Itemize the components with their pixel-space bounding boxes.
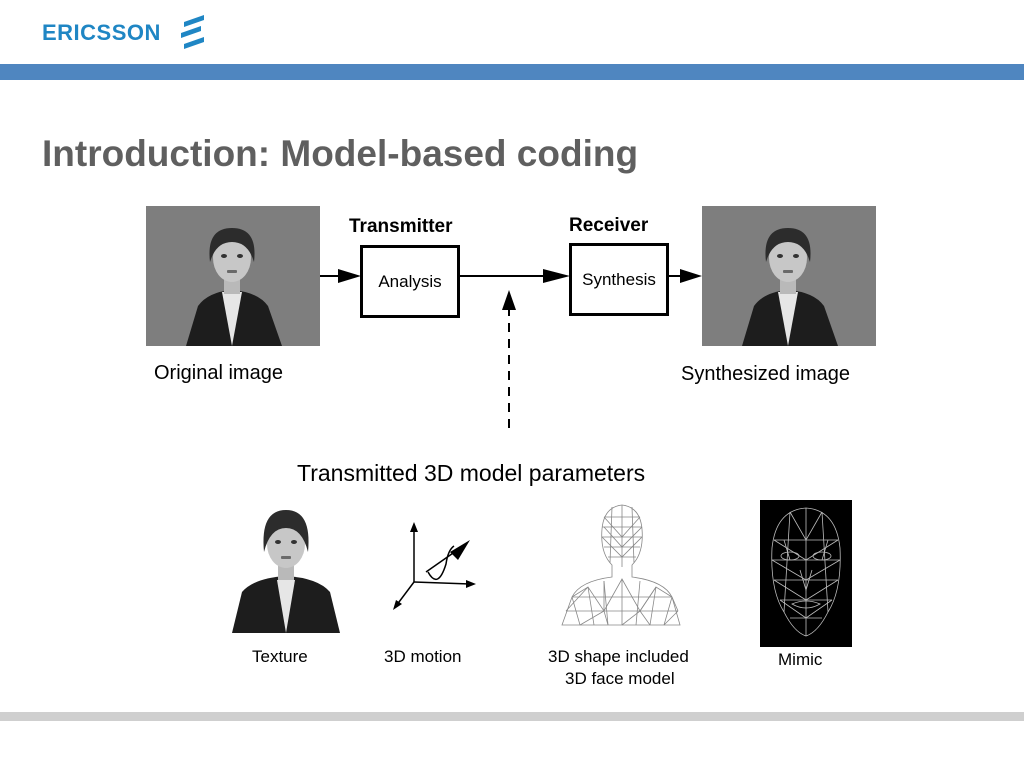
3d-shape-wireframe-icon <box>561 504 681 626</box>
analysis-label: Analysis <box>378 271 442 291</box>
mimic-face-mesh <box>760 500 852 647</box>
ericsson-logo-icon <box>181 15 204 49</box>
ericsson-logo-text: ERICSSON <box>42 20 161 45</box>
header-accent-bar <box>0 64 1024 80</box>
synthesis-label: Synthesis <box>582 269 656 289</box>
texture-photo <box>230 502 342 633</box>
flow-arrows <box>320 269 702 428</box>
texture-caption: Texture <box>252 647 308 666</box>
3d-motion-axes-icon <box>393 522 476 610</box>
transmitter-label: Transmitter <box>349 216 453 237</box>
receiver-label: Receiver <box>569 215 649 236</box>
original-image-caption: Original image <box>154 362 283 384</box>
mimic-caption: Mimic <box>778 650 823 669</box>
synthesized-image-caption: Synthesized image <box>681 363 850 385</box>
synthesis-box: Synthesis <box>569 243 669 316</box>
synthesized-image-photo <box>702 206 876 346</box>
original-image-photo <box>146 206 320 346</box>
3d-shape-caption: 3D shape included <box>548 647 689 666</box>
slide-title: Introduction: Model-based coding <box>42 133 639 174</box>
analysis-box: Analysis <box>360 245 460 318</box>
3d-face-model-caption: 3D face model <box>565 669 675 688</box>
3d-motion-caption: 3D motion <box>384 647 462 666</box>
parameters-heading: Transmitted 3D model parameters <box>297 460 646 486</box>
footer-bar <box>0 712 1024 721</box>
